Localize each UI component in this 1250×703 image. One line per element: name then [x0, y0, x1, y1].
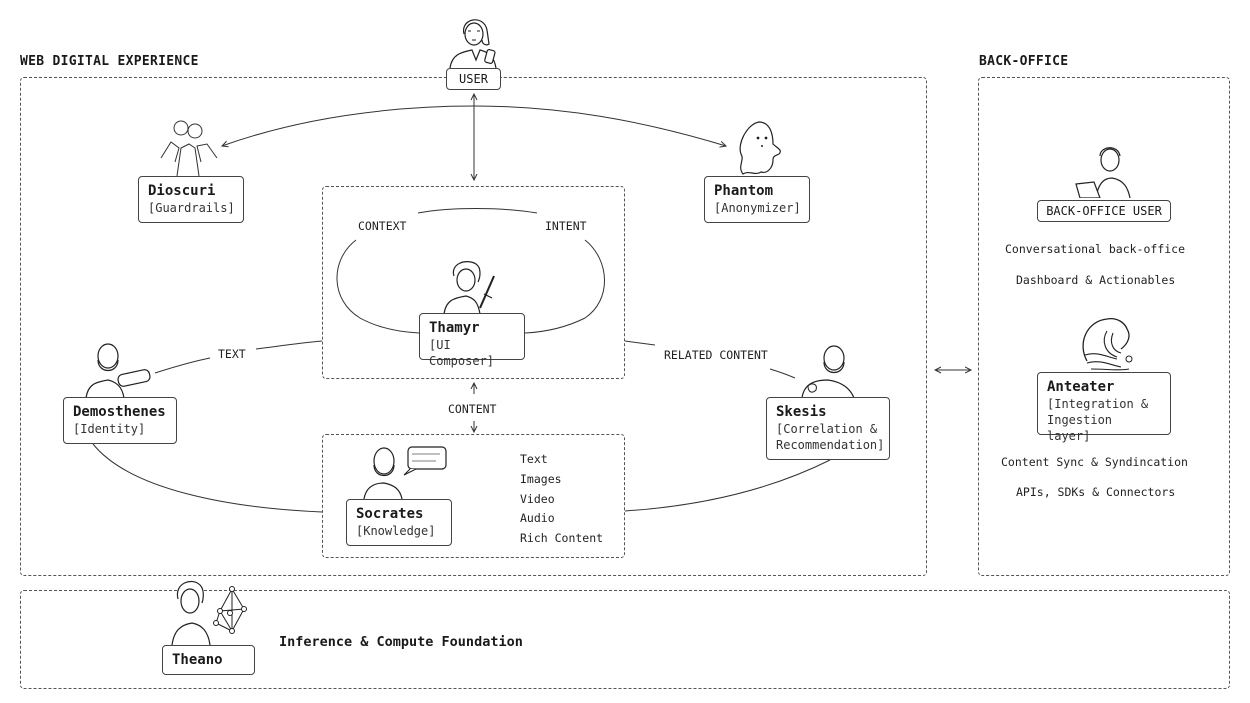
dioscuri-name: Dioscuri	[148, 183, 216, 199]
demosthenes-role: [Identity]	[73, 422, 146, 436]
intent-label: INTENT	[545, 219, 587, 233]
foundation-title: Inference & Compute Foundation	[279, 634, 523, 650]
phantom-node[interactable]: Phantom [Anonymizer]	[704, 176, 810, 223]
content-type-item: Video	[520, 491, 555, 506]
dioscuri-role: [Guardrails]	[148, 201, 235, 215]
knowledge-container	[322, 434, 625, 558]
backoffice-feature: Content Sync & Syndincation	[1001, 455, 1188, 469]
dioscuri-node[interactable]: Dioscuri [Guardrails]	[138, 176, 244, 223]
ghost-icon	[739, 121, 781, 175]
knowledge-recommendation-link	[624, 459, 831, 512]
backoffice-feature: Dashboard & Actionables	[1016, 273, 1176, 287]
content-type-item: Audio	[520, 511, 555, 526]
theano-node[interactable]: Theano	[162, 645, 255, 675]
guardrail-arc-left	[222, 105, 475, 146]
backoffice-user-label: BACK-OFFICE USER	[1046, 204, 1162, 218]
foundation-container	[20, 590, 1230, 689]
text-label: TEXT	[218, 347, 246, 361]
ui-composer-container	[322, 186, 625, 379]
demosthenes-name: Demosthenes	[73, 404, 166, 420]
web-section-title: WEB DIGITAL EXPERIENCE	[20, 54, 199, 69]
content-type-item: Text	[520, 452, 548, 466]
user-label-box[interactable]: USER	[446, 68, 501, 90]
anteater-role: [Integration & Ingestion layer]	[1047, 397, 1149, 443]
socrates-role: [Knowledge]	[356, 524, 436, 538]
socrates-name: Socrates	[356, 506, 424, 522]
socrates-philosopher-icon	[363, 446, 447, 499]
skesis-name: Skesis	[776, 404, 827, 420]
related-content-label: RELATED CONTENT	[664, 348, 768, 362]
demosthenes-node[interactable]: Demosthenes [Identity]	[63, 397, 177, 444]
skesis-thinker-icon	[801, 345, 855, 398]
backoffice-feature: Conversational back-office	[1005, 242, 1186, 256]
intent-right-arc	[524, 239, 605, 334]
anteater-node[interactable]: Anteater [Integration & Ingestion layer]	[1037, 372, 1171, 443]
content-type-item: Rich Content	[520, 531, 604, 546]
user-label: USER	[459, 72, 488, 86]
theano-name: Theano	[172, 652, 223, 668]
content-type-item: Images	[520, 471, 562, 486]
backoffice-user-laptop-icon	[1075, 147, 1131, 198]
demosthenes-orator-icon	[85, 343, 151, 398]
theano-network-icon	[171, 580, 247, 645]
thamyr-name: Thamyr	[429, 320, 480, 336]
context-left-arc	[336, 239, 420, 334]
related-link-b	[769, 368, 796, 379]
dioscuri-twins-icon	[160, 120, 218, 176]
anteater-icon	[1082, 317, 1133, 371]
backoffice-section-title: BACK-OFFICE	[979, 54, 1069, 69]
text-link-a	[154, 357, 211, 374]
skesis-node[interactable]: Skesis [Correlation & Recommendation]	[766, 397, 890, 460]
context-label: CONTEXT	[358, 219, 407, 233]
phantom-name: Phantom	[714, 183, 774, 199]
identity-knowledge-link	[92, 443, 323, 513]
anteater-name: Anteater	[1047, 379, 1115, 395]
text-link-b	[255, 340, 323, 350]
skesis-role: [Correlation & Recommendation]	[776, 422, 885, 452]
user-person-icon	[449, 19, 497, 68]
thamyr-muse-icon	[443, 261, 495, 314]
thamyr-node[interactable]: Thamyr [UI Composer]	[419, 313, 525, 368]
backoffice-user-box[interactable]: BACK-OFFICE USER	[1037, 200, 1171, 222]
anonymizer-arc-right	[473, 105, 726, 146]
content-label: CONTENT	[448, 402, 497, 416]
thamyr-role: [UI Composer]	[429, 338, 495, 368]
backoffice-feature: APIs, SDKs & Connectors	[1016, 485, 1176, 499]
backoffice-container	[978, 77, 1230, 576]
context-intent-top-arc	[417, 208, 538, 214]
phantom-role: [Anonymizer]	[714, 201, 801, 215]
content-types-list: Text Images Video Audio Rich Content	[520, 450, 603, 549]
related-link-a	[624, 340, 656, 346]
socrates-node[interactable]: Socrates [Knowledge]	[346, 499, 452, 546]
